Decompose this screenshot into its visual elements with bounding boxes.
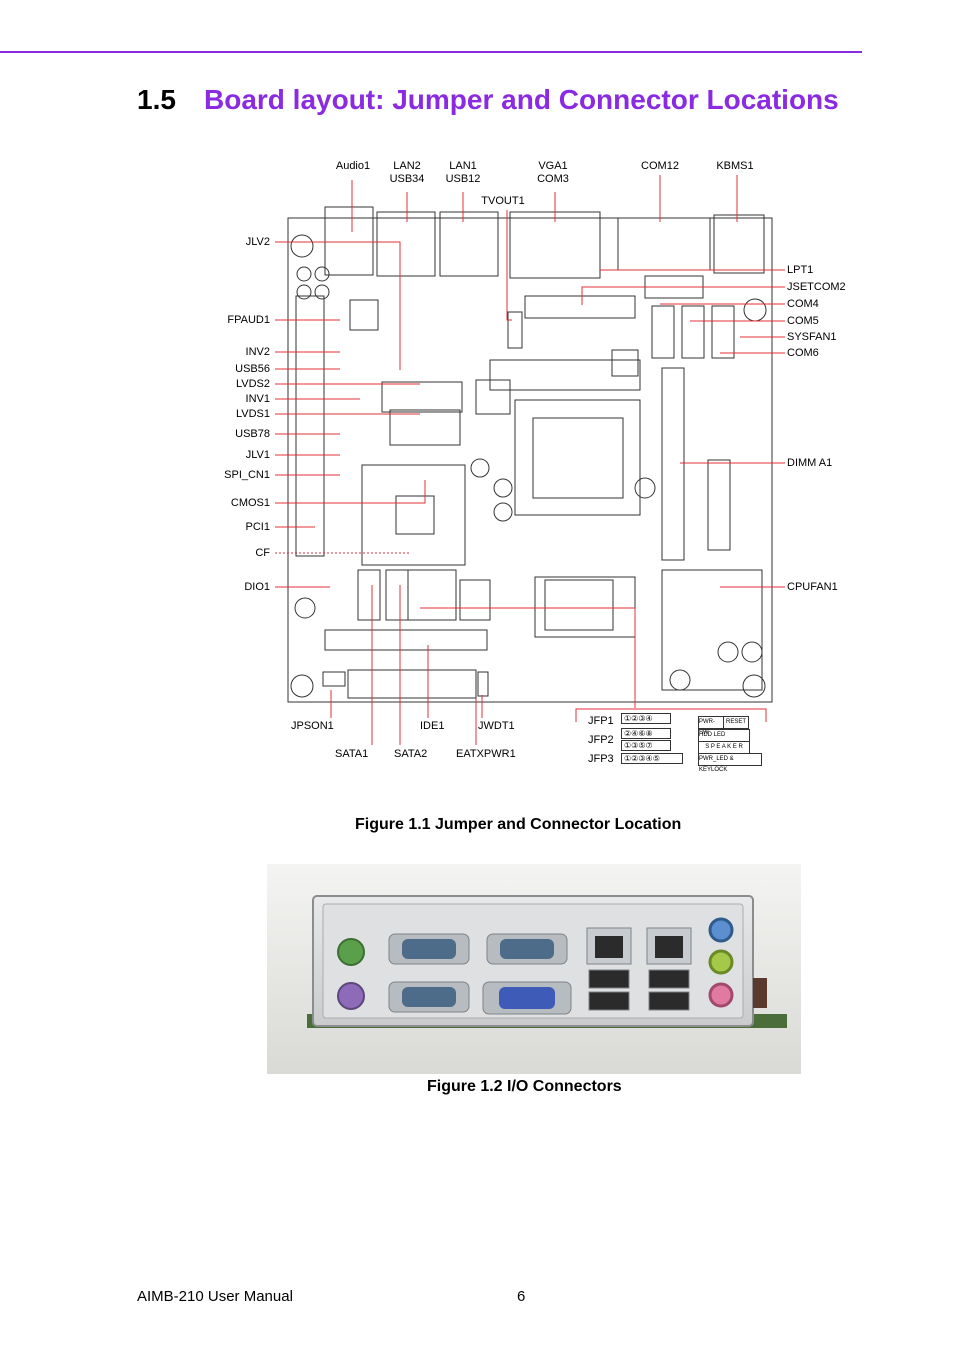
com-port-1 bbox=[402, 939, 456, 959]
com-port-2 bbox=[402, 987, 456, 1007]
label-vga1: VGA1 COM3 bbox=[537, 160, 569, 185]
lan-port-2 bbox=[655, 936, 683, 958]
label-jlv1: JLV1 bbox=[245, 449, 270, 461]
jfp-pins-row4: ①②③④⑤ bbox=[621, 753, 683, 764]
section-title: Board layout: Jumper and Connector Locat… bbox=[204, 84, 839, 115]
lan2-connector bbox=[376, 211, 436, 277]
io-connectors-photo bbox=[267, 864, 801, 1074]
audio-mic-jack bbox=[708, 982, 734, 1008]
label-sata1: SATA1 bbox=[335, 748, 369, 760]
usb-port-1 bbox=[588, 969, 630, 989]
footer-page-number: 6 bbox=[517, 1288, 526, 1305]
label-jsetcom2: JSETCOM2 bbox=[787, 281, 846, 293]
ide-connector bbox=[324, 629, 488, 651]
section-number: 1.5 bbox=[137, 84, 176, 115]
label-lpt1: LPT1 bbox=[787, 264, 814, 276]
label-ide1: IDE1 bbox=[420, 720, 445, 732]
label-eatxpwr1: EATXPWR1 bbox=[456, 748, 516, 760]
usb-port-2 bbox=[588, 991, 630, 1011]
label-com5: COM5 bbox=[787, 315, 819, 327]
label-cpufan1: CPUFAN1 bbox=[787, 581, 838, 593]
label-tvout1: TVOUT1 bbox=[481, 195, 525, 207]
label-usb56: USB56 bbox=[235, 363, 270, 375]
label-lan2: LAN2 USB34 bbox=[389, 160, 425, 185]
label-jpson1: JPSON1 bbox=[291, 720, 334, 732]
pci-slot bbox=[295, 295, 325, 557]
label-sata2: SATA2 bbox=[394, 748, 428, 760]
lan-port-1 bbox=[595, 936, 623, 958]
label-jfp2: JFP2 bbox=[588, 734, 614, 746]
label-com6: COM6 bbox=[787, 347, 819, 359]
usb-port-4 bbox=[648, 991, 690, 1011]
label-jfp1: JFP1 bbox=[588, 715, 614, 727]
southbridge bbox=[534, 576, 636, 638]
label-com12: COM12 bbox=[641, 160, 679, 172]
label-jfp3: JFP3 bbox=[588, 753, 614, 765]
lan1-connector bbox=[439, 211, 499, 277]
northbridge bbox=[514, 399, 641, 516]
ps2-keyboard-port bbox=[337, 982, 365, 1010]
usb-port-3 bbox=[648, 969, 690, 989]
label-cmos1: CMOS1 bbox=[230, 497, 270, 509]
eatx-power-connector bbox=[347, 669, 477, 699]
side-component bbox=[753, 978, 767, 1008]
dimm-slot bbox=[661, 367, 685, 561]
label-jwdt1: JWDT1 bbox=[478, 720, 515, 732]
jfp-pwr-led-keylock: PWR_LED & KEYLOCK bbox=[698, 753, 762, 773]
label-sysfan1: SYSFAN1 bbox=[787, 331, 837, 343]
jfp-pins-row1: ①②③④ bbox=[621, 713, 671, 724]
figure1-caption: Figure 1.1 Jumper and Connector Location bbox=[355, 816, 682, 833]
label-dio1: DIO1 bbox=[244, 581, 270, 593]
label-inv2: INV2 bbox=[245, 346, 270, 358]
header-rule bbox=[0, 51, 862, 53]
jfp-reset: RESET bbox=[723, 716, 749, 729]
audio-connector bbox=[324, 206, 374, 276]
jfp-pwr-sw: PWR-SW bbox=[698, 716, 724, 736]
vga-port bbox=[499, 987, 555, 1009]
board-layout-diagram bbox=[275, 175, 785, 745]
label-spi-cn1: SPI_CN1 bbox=[224, 469, 270, 481]
label-fpaud1: FPAUD1 bbox=[227, 314, 270, 326]
cpu-socket bbox=[361, 464, 466, 566]
label-com4: COM4 bbox=[787, 298, 819, 310]
figure2-caption: Figure 1.2 I/O Connectors bbox=[427, 1078, 622, 1095]
label-cf: CF bbox=[255, 547, 270, 559]
label-kbms1: KBMS1 bbox=[716, 160, 754, 172]
label-jlv2: JLV2 bbox=[245, 236, 270, 248]
label-pci1: PCI1 bbox=[245, 521, 270, 533]
label-dimm-a1: DIMM A1 bbox=[787, 457, 833, 469]
kbms-connector bbox=[713, 214, 765, 274]
jfp-pins-row3: ①③⑤⑦ bbox=[621, 740, 671, 751]
audio-line-in-jack bbox=[708, 917, 734, 943]
audio-line-out-jack bbox=[708, 949, 734, 975]
label-inv1: INV1 bbox=[245, 393, 270, 405]
label-lvds1: LVDS1 bbox=[235, 408, 270, 420]
label-lan1: LAN1 USB12 bbox=[445, 160, 481, 185]
board-outline bbox=[287, 217, 773, 703]
jfp-pins-row2: ②④⑥⑧ bbox=[621, 728, 671, 739]
com12-connector bbox=[617, 217, 711, 271]
footer-manual-title: AIMB-210 User Manual bbox=[137, 1288, 293, 1305]
label-audio1: Audio1 bbox=[335, 160, 371, 172]
label-lvds2: LVDS2 bbox=[235, 378, 270, 390]
label-usb78: USB78 bbox=[235, 428, 270, 440]
com-port-3 bbox=[500, 939, 554, 959]
ps2-mouse-port bbox=[337, 938, 365, 966]
